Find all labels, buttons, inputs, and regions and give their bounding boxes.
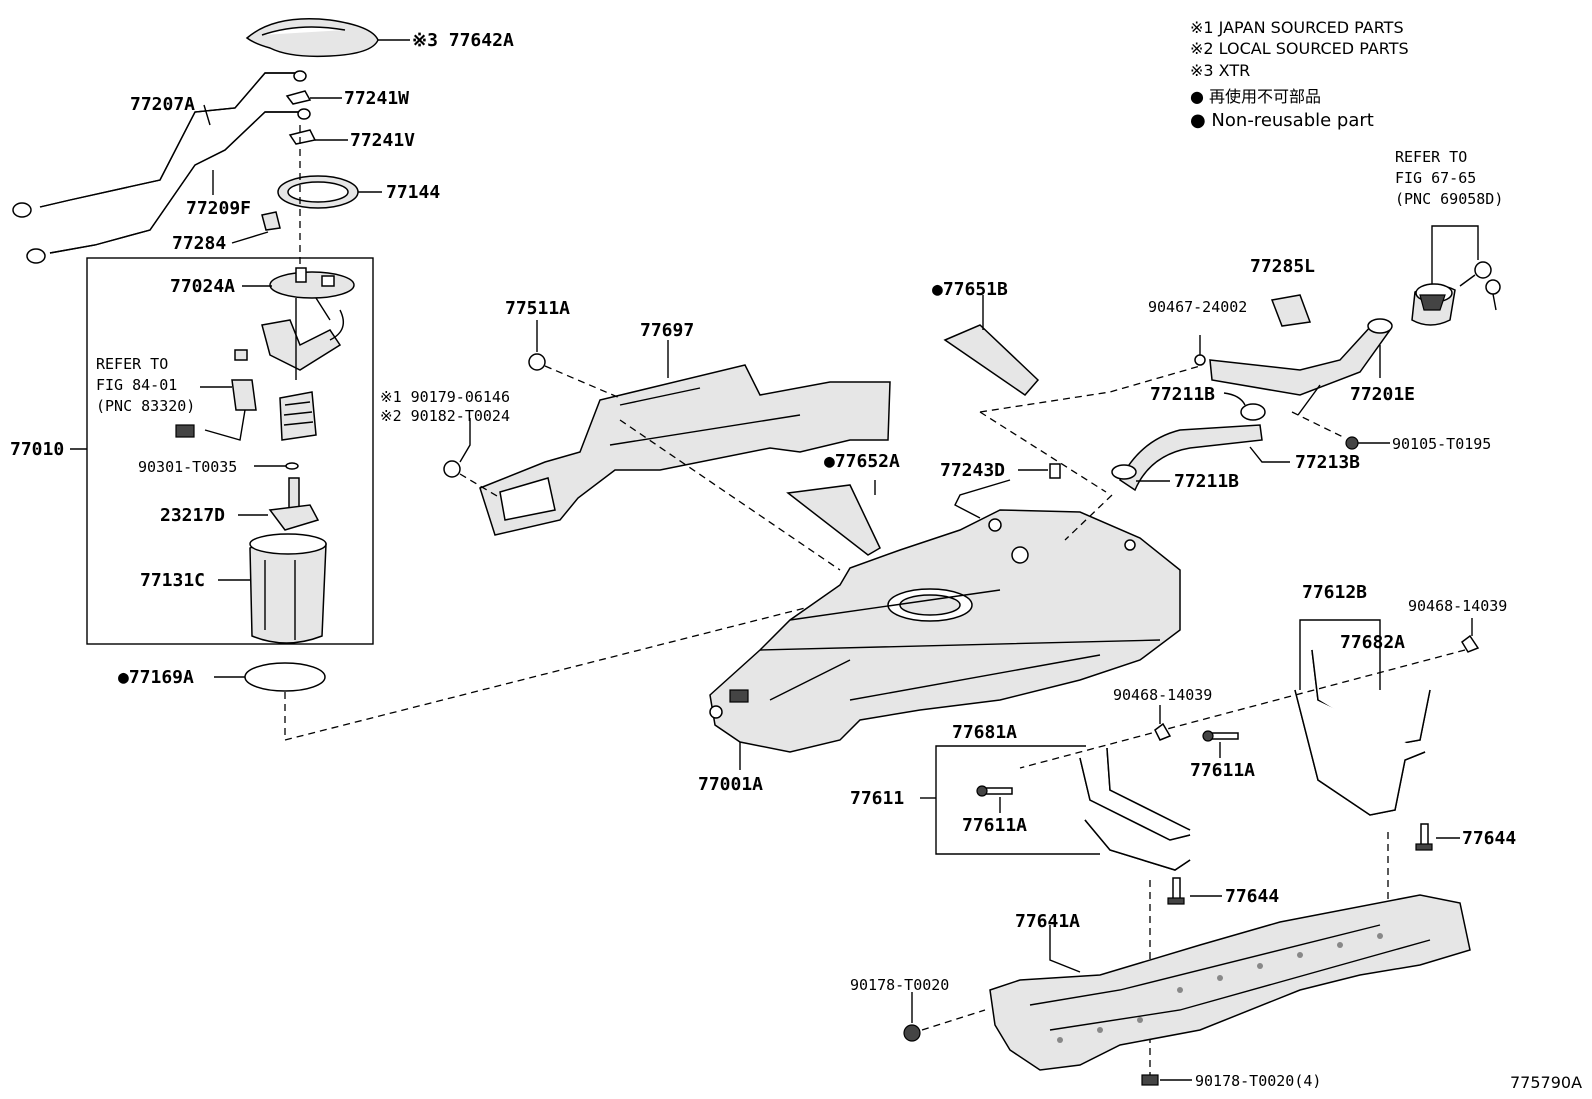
clip-77241V-icon: [288, 129, 317, 145]
sender-gauge-icon: [175, 349, 257, 441]
legend-local-sourced: ※2 LOCAL SOURCED PARTS: [1190, 39, 1409, 58]
label-77131C: 77131C: [140, 570, 205, 591]
nut-90178-bottom-icon: [1141, 1074, 1159, 1086]
clip-77511A-icon: [528, 353, 546, 371]
svg-text:FIG 84-01: FIG 84-01: [96, 376, 177, 394]
label-77644-lower: 77644: [1225, 886, 1279, 907]
label-77241W: 77241W: [344, 88, 409, 109]
fuel-line-icon: [12, 70, 311, 264]
bolt-77611A-right-icon: [1202, 730, 1239, 742]
fuel-hose-icon: [1119, 424, 1263, 492]
label-77241V: 77241V: [350, 130, 415, 151]
label-77243D: 77243D: [940, 460, 1005, 481]
label-90468-14039-right: 90468-14039: [1408, 597, 1507, 615]
label-77652A: ●77652A: [824, 451, 900, 472]
pump-cover-icon: [245, 18, 379, 58]
label-77284: 77284: [172, 233, 226, 254]
label-77697: 77697: [640, 320, 694, 341]
pump-module-icon: [261, 267, 355, 380]
clip-90179-icon: [443, 460, 461, 478]
label-90182-T0024: ※2 90182-T0024: [380, 407, 510, 425]
pad-77651B-icon: [943, 324, 1040, 396]
pump-assembly-box: [86, 257, 374, 645]
legend-xtr: ※3 XTR: [1190, 61, 1250, 80]
legend-japan-sourced: ※1 JAPAN SOURCED PARTS: [1190, 18, 1404, 37]
skid-plate-icon: [989, 894, 1471, 1071]
label-77024A: 77024A: [170, 276, 235, 297]
o-ring-icon: [285, 462, 299, 470]
nut-90178-left-icon: [903, 1024, 921, 1042]
label-77644-upper: 77644: [1462, 828, 1516, 849]
vent-tube-icon: [954, 463, 1061, 519]
reference-fig-84-01: REFER TO FIG 84-01 (PNC 83320): [96, 355, 195, 415]
label-77611: 77611: [850, 788, 904, 809]
figure-id: 775790A: [1510, 1073, 1582, 1092]
bolt-77611A-left-icon: [976, 785, 1013, 797]
clamp-77211B-top-icon: [1240, 403, 1266, 421]
label-90178-T0020: 90178-T0020: [850, 976, 949, 994]
filler-pipe-icon: [1209, 318, 1393, 416]
label-90178-T0020-4: 90178-T0020(4): [1195, 1072, 1321, 1090]
heat-insulator-icon: [479, 364, 891, 536]
reference-fig-67-65: REFER TO FIG 67-65 (PNC 69058D): [1395, 148, 1503, 285]
clamp-90467-icon: [1194, 354, 1206, 366]
label-77285L: 77285L: [1250, 256, 1315, 277]
bolt-90105-icon: [1345, 436, 1359, 450]
label-77209F: 77209F: [186, 198, 251, 219]
label-90105-T0195: 90105-T0195: [1392, 435, 1491, 453]
label-77211B-top: 77211B: [1150, 384, 1215, 405]
fuel-cap-icon: [1411, 283, 1456, 326]
label-77611A-left: 77611A: [962, 815, 1027, 836]
label-90467-24002: 90467-24002: [1148, 298, 1247, 316]
bolt-77644-lower-icon: [1167, 877, 1185, 905]
bolt-90468-left-icon: [1154, 722, 1172, 741]
label-77682A: 77682A: [1340, 632, 1405, 653]
tank-strap-front-icon: [1079, 747, 1191, 871]
pump-canister-icon: [249, 533, 327, 644]
fuel-key-icon: [1459, 261, 1501, 311]
legend-non-reusable-jp: ● 再使用不可部品: [1190, 87, 1321, 106]
label-77211B-bottom: 77211B: [1174, 471, 1239, 492]
fuel-filter-icon: [279, 391, 317, 441]
gasket-77169A-icon: [244, 662, 326, 692]
label-90179-06146: ※1 90179-06146: [380, 388, 510, 406]
fuel-pump-icon: [268, 477, 320, 531]
legend: ※1 JAPAN SOURCED PARTS ※2 LOCAL SOURCED …: [1190, 18, 1409, 131]
label-77207A: 77207A: [130, 94, 195, 115]
clip-77241W-icon: [285, 90, 312, 105]
label-77681A: 77681A: [952, 722, 1017, 743]
clamp-77211B-bottom-icon: [1111, 464, 1137, 480]
label-90468-14039-left: 90468-14039: [1113, 686, 1212, 704]
bolt-77644-upper-icon: [1415, 823, 1433, 851]
svg-text:REFER TO: REFER TO: [1395, 148, 1467, 166]
label-77169A: ●77169A: [118, 667, 194, 688]
pad-77652A-icon: [786, 484, 881, 556]
label-77010: 77010: [10, 439, 64, 460]
tank-strap-rear-icon: [1294, 649, 1431, 816]
label-77612B: 77612B: [1302, 582, 1367, 603]
label-77641A: 77641A: [1015, 911, 1080, 932]
retainer-ring-icon: [277, 175, 359, 209]
bracket-77285L-icon: [1270, 294, 1312, 327]
label-77642A: ※3 77642A: [412, 30, 514, 51]
label-90301-T0035: 90301-T0035: [138, 458, 237, 476]
fuel-tank-icon: [709, 509, 1181, 753]
legend-non-reusable-en: ● Non-reusable part: [1190, 110, 1374, 131]
label-23217D: 23217D: [160, 505, 225, 526]
label-77201E: 77201E: [1350, 384, 1415, 405]
label-77511A: 77511A: [505, 298, 570, 319]
label-77001A: 77001A: [698, 774, 763, 795]
svg-text:FIG 67-65: FIG 67-65: [1395, 169, 1476, 187]
label-77144: 77144: [386, 182, 440, 203]
label-77611A-right: 77611A: [1190, 760, 1255, 781]
label-77213B: 77213B: [1295, 452, 1360, 473]
connector-77284-icon: [261, 211, 281, 231]
label-77651B: ●77651B: [932, 279, 1008, 300]
svg-text:(PNC 69058D): (PNC 69058D): [1395, 190, 1503, 208]
svg-text:REFER TO: REFER TO: [96, 355, 168, 373]
bolt-90468-right-icon: [1461, 634, 1480, 653]
svg-text:(PNC 83320): (PNC 83320): [96, 397, 195, 415]
